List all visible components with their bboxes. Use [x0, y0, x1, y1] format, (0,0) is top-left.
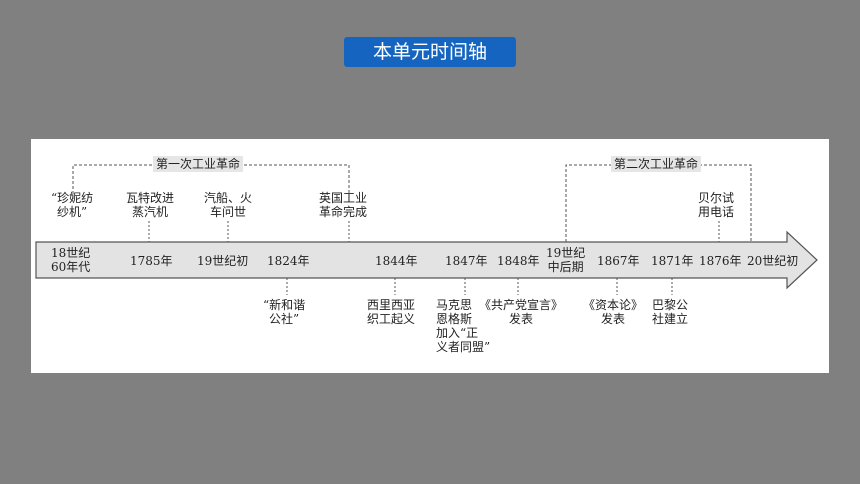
axis-label-18c-60s: 18世纪 60年代: [51, 246, 91, 274]
axis-label-1824: 1824年: [267, 254, 310, 268]
event-communist-manifesto: 《共产党宣言》 发表: [479, 298, 564, 326]
event-silesian-weavers: 西里西亚 织工起义: [367, 298, 416, 326]
timeline-arrow: [35, 230, 818, 290]
event-marx-engels-league: 马克思 恩格斯 加入“正 义者同盟”: [436, 298, 491, 354]
axis-label-1844: 1844年: [375, 254, 418, 268]
timeline-panel: 第一次工业革命 第二次工业革命 “珍妮纺 纱机” 瓦特改进 蒸汽机 汽船、火 车…: [31, 139, 829, 373]
axis-label-1867: 1867年: [597, 254, 640, 268]
event-watt-steam-engine: 瓦特改进 蒸汽机: [126, 191, 175, 219]
axis-label-19c-mid-late: 19世纪 中后期: [546, 246, 586, 274]
page-title: 本单元时间轴: [344, 37, 516, 67]
timeline-graphic: [35, 164, 818, 295]
axis-label-1871: 1871年: [651, 254, 694, 268]
era-label-first: 第一次工业革命: [153, 156, 244, 172]
axis-label-1847: 1847年: [445, 254, 488, 268]
event-spinning-jenny: “珍妮纺 纱机”: [51, 191, 94, 219]
event-bell-telephone: 贝尔试 用电话: [698, 191, 735, 219]
axis-label-1785: 1785年: [130, 254, 173, 268]
event-das-kapital: 《资本论》 发表: [583, 298, 644, 326]
era-label-second: 第二次工业革命: [611, 156, 702, 172]
event-paris-commune: 巴黎公 社建立: [652, 298, 689, 326]
axis-label-1848: 1848年: [497, 254, 540, 268]
event-england-complete: 英国工业 革命完成: [319, 191, 368, 219]
second-era-bracket: [565, 164, 752, 242]
event-steamship-train: 汽船、火 车问世: [204, 191, 253, 219]
axis-label-20c-early: 20世纪初: [747, 254, 799, 268]
axis-label-19c-early: 19世纪初: [197, 254, 249, 268]
event-new-harmony: “新和谐 公社”: [263, 298, 306, 326]
axis-label-1876: 1876年: [699, 254, 742, 268]
